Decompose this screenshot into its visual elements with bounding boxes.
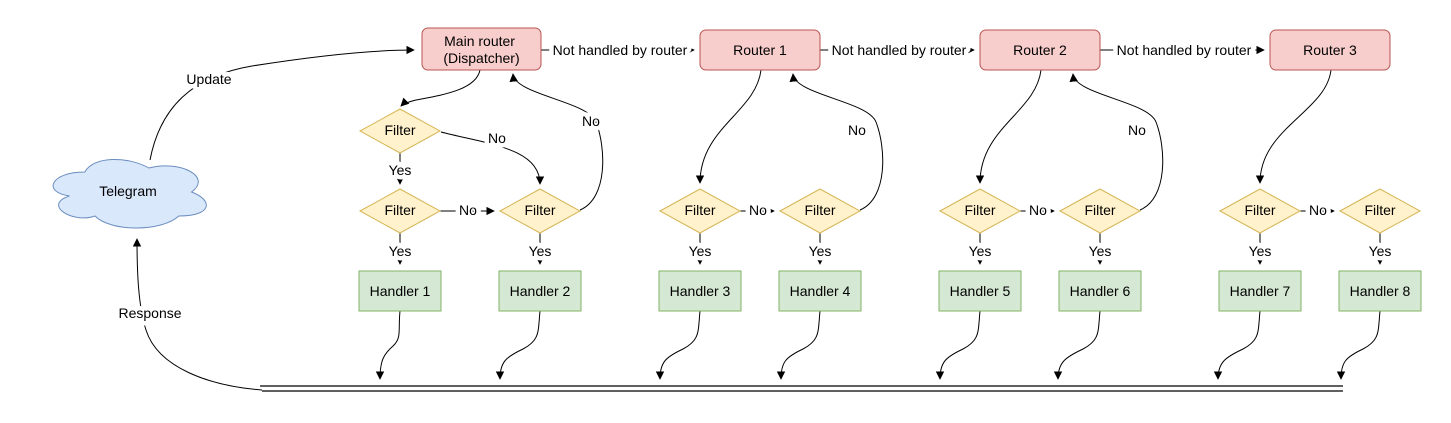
label-no-filter-left-r1: No: [749, 202, 767, 218]
node-layer: Telegram Main router (Dispatcher) Router…: [52, 27, 1422, 312]
label-update: Update: [186, 71, 231, 87]
node-router-3: [1269, 29, 1391, 71]
label-yes-handler-4: Yes: [809, 243, 832, 259]
router-2-label: Router 2: [1013, 42, 1067, 58]
node-handler-2: [498, 270, 582, 312]
edge-handler-1-to-bus: [375, 310, 401, 380]
edge-router-3-to-filter-left: [1255, 69, 1332, 184]
node-handler-3: [658, 270, 742, 312]
telegram-cloud-label: Telegram: [99, 183, 157, 199]
edge-handler-6-to-bus: [1053, 310, 1101, 380]
edge-router-1-to-filter-left: [695, 69, 762, 184]
label-no-filter-left-r3: No: [1309, 202, 1327, 218]
filter-diamond-r3-right: [1338, 188, 1422, 234]
handler-6-label: Handler 6: [1070, 283, 1131, 299]
filter-label: Filter: [964, 202, 995, 218]
node-router-1: [699, 29, 821, 71]
node-handler-5: [938, 270, 1022, 312]
label-no-filter-left-r2: No: [1029, 202, 1047, 218]
edge-response-bus-to-telegram: [132, 238, 263, 391]
node-main-router: [421, 27, 542, 71]
main-router-label: Main router (Dispatcher): [443, 33, 519, 66]
edge-filter-right-no-back-to-router-2: [1069, 73, 1164, 211]
edge-router-2-to-filter-left: [975, 69, 1042, 184]
edge-filter-right-no-back-to-router-1: [789, 73, 884, 211]
filter-label: Filter: [684, 202, 715, 218]
label-not-handled-2: Not handled by router: [832, 42, 967, 58]
filter-diamond-r1-right: [778, 188, 862, 234]
label-no-filter-top: No: [488, 130, 506, 146]
label-response: Response: [118, 305, 181, 321]
handler-8-label: Handler 8: [1350, 283, 1411, 299]
edge-handler-3-to-bus: [655, 310, 701, 380]
edge-handler-7-to-bus: [1213, 310, 1261, 380]
edge-filter-top-no-to-filter-right: [440, 131, 545, 185]
edge-label-layer: Update Response Not handled by router No…: [114, 38, 1396, 326]
filter-label: Filter: [1364, 202, 1395, 218]
filter-label: Filter: [1084, 202, 1115, 218]
label-no-return-r1: No: [848, 122, 866, 138]
filter-label: Filter: [384, 122, 415, 138]
edge-handler-2-to-bus: [495, 310, 541, 380]
node-handler-7: [1218, 270, 1302, 312]
handler-1-label: Handler 1: [370, 283, 431, 299]
filter-label: Filter: [1244, 202, 1275, 218]
edge-layer: [132, 45, 1385, 392]
node-handler-6: [1058, 270, 1142, 312]
label-yes-handler-6: Yes: [1089, 243, 1112, 259]
handler-2-label: Handler 2: [510, 283, 571, 299]
filter-diamond-r3-left: [1218, 188, 1302, 234]
label-no-filter-left-main: No: [459, 202, 477, 218]
node-handler-4: [778, 270, 862, 312]
filter-label: Filter: [524, 202, 555, 218]
node-handler-8: [1338, 270, 1422, 312]
filter-diamond-r2-left: [938, 188, 1022, 234]
edge-main-router-to-filter-top: [400, 69, 481, 107]
filter-label: Filter: [384, 202, 415, 218]
filter-diamond-main-right: [498, 188, 582, 234]
handler-5-label: Handler 5: [950, 283, 1011, 299]
handler-3-label: Handler 3: [670, 283, 731, 299]
edge-handler-8-to-bus: [1336, 310, 1381, 380]
label-no-return-r2: No: [1128, 122, 1146, 138]
edge-handler-5-to-bus: [935, 310, 981, 380]
router-1-label: Router 1: [733, 42, 787, 58]
label-not-handled-1: Not handled by router: [553, 42, 688, 58]
label-yes-filter-top: Yes: [389, 162, 412, 178]
label-yes-handler-5: Yes: [969, 243, 992, 259]
label-yes-handler-1: Yes: [389, 243, 412, 259]
router-3-label: Router 3: [1303, 42, 1357, 58]
filter-diamond-main-top: [358, 108, 442, 154]
label-yes-handler-8: Yes: [1369, 243, 1392, 259]
edge-filter-right-no-back-to-main-router: [509, 73, 604, 211]
filter-diamond-r1-left: [658, 188, 742, 234]
filter-diamond-r2-right: [1058, 188, 1142, 234]
label-yes-handler-2: Yes: [529, 243, 552, 259]
label-yes-handler-3: Yes: [689, 243, 712, 259]
handler-7-label: Handler 7: [1230, 283, 1291, 299]
filter-label: Filter: [804, 202, 835, 218]
telegram-cloud: [52, 158, 207, 229]
filter-diamond-main-left: [358, 188, 442, 234]
edge-handler-4-to-bus: [776, 310, 821, 380]
node-handler-1: [358, 270, 442, 312]
label-not-handled-3: Not handled by router: [1117, 42, 1252, 58]
handler-4-label: Handler 4: [790, 283, 851, 299]
edge-update-telegram-to-main-router: [149, 45, 415, 161]
label-no-return-main: No: [582, 113, 600, 129]
label-yes-handler-7: Yes: [1249, 243, 1272, 259]
node-router-2: [979, 29, 1101, 71]
